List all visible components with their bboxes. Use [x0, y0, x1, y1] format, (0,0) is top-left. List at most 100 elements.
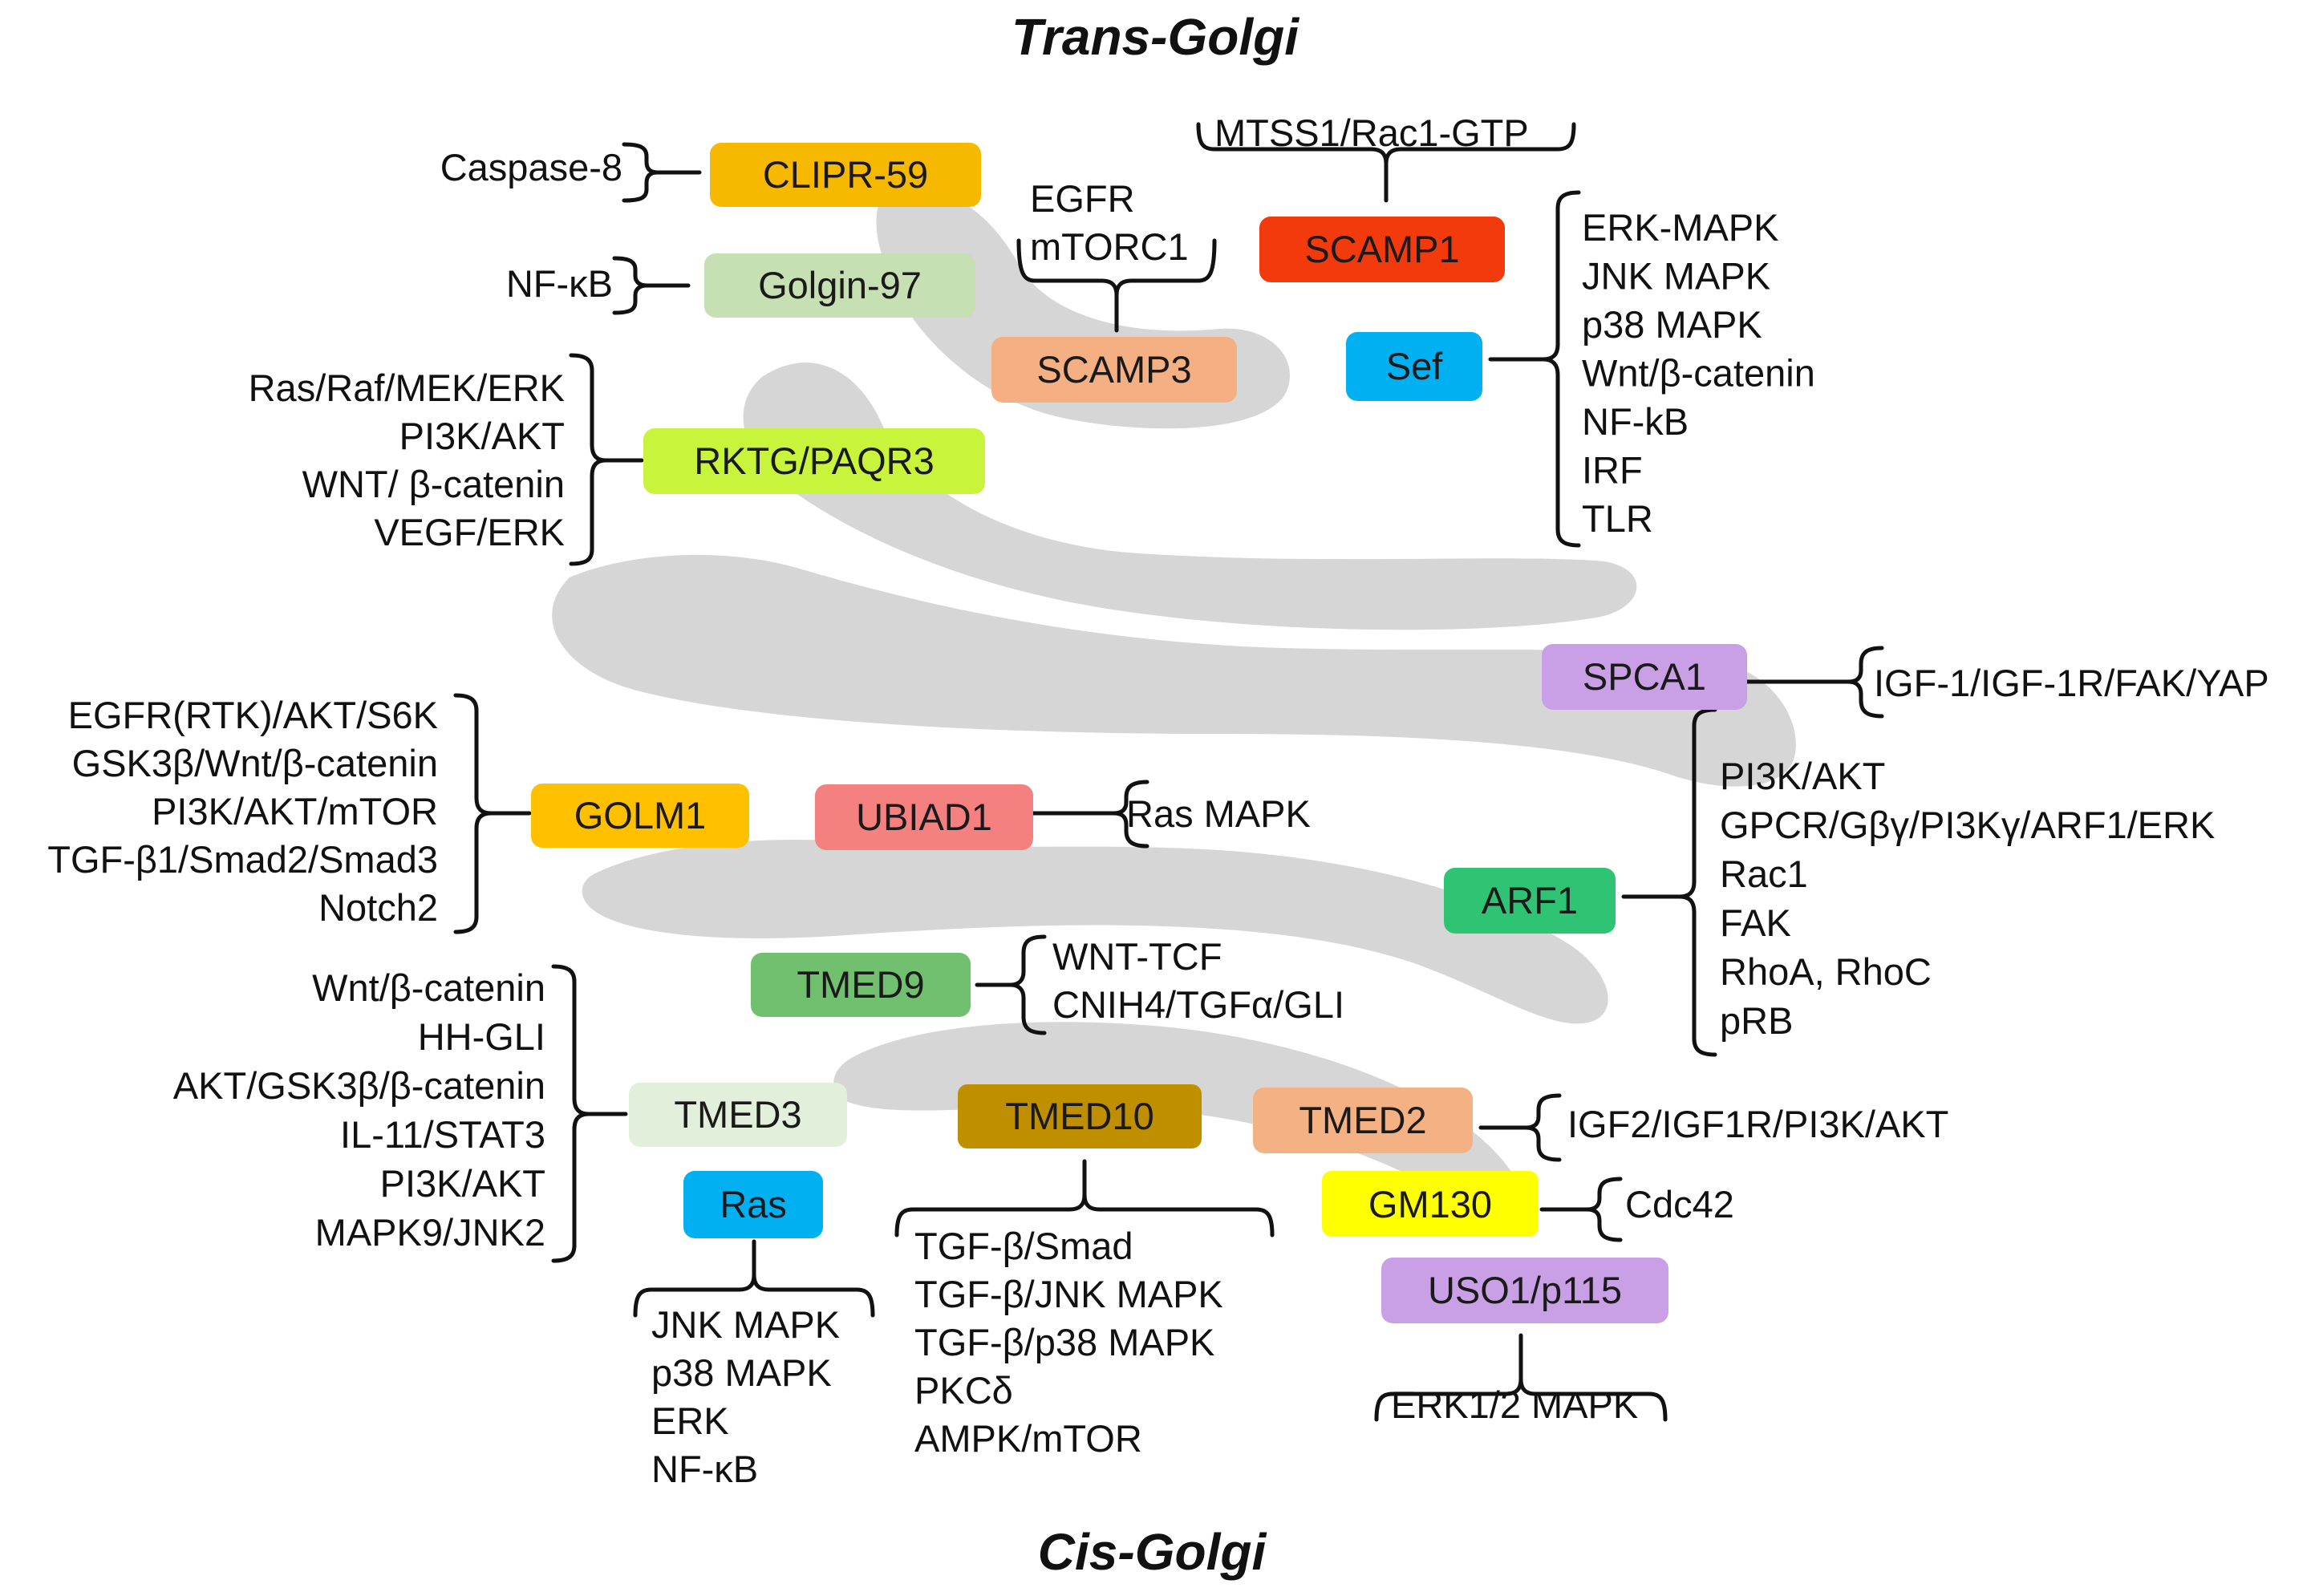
protein-label-golgin97: Golgin-97: [758, 264, 922, 306]
pathway-label-tmed3: Wnt/β-catenin: [312, 966, 545, 1009]
protein-sef[interactable]: Sef: [1346, 332, 1482, 401]
pathway-label-tmed9: CNIH4/TGFα/GLI: [1052, 983, 1344, 1026]
pathway-label-tmed10: AMPK/mTOR: [914, 1417, 1142, 1460]
pathway-label-tmed9: WNT-TCF: [1052, 935, 1222, 978]
pathway-label-ras: JNK MAPK: [651, 1303, 840, 1346]
bracket-gm130: [1539, 1177, 1623, 1242]
pathway-label-arf1: GPCR/Gβγ/PI3Kγ/ARF1/ERK: [1720, 804, 2215, 846]
protein-scamp1[interactable]: SCAMP1: [1259, 217, 1505, 282]
pathway-label-tmed2: IGF2/IGF1R/PI3K/AKT: [1567, 1103, 1948, 1145]
pathway-label-tmed10: TGF-β/p38 MAPK: [914, 1321, 1214, 1363]
protein-tmed3[interactable]: TMED3: [629, 1083, 847, 1147]
pathway-label-gm130: Cdc42: [1625, 1183, 1734, 1225]
pathway-label-arf1: RhoA, RhoC: [1720, 950, 1932, 993]
protein-box-tmed9: [751, 953, 971, 1017]
protein-tmed2[interactable]: TMED2: [1253, 1088, 1473, 1153]
protein-box-golgin97: [704, 253, 975, 318]
protein-box-tmed2: [1253, 1088, 1473, 1153]
protein-label-tmed2: TMED2: [1299, 1099, 1426, 1141]
cisterna-2: [743, 363, 1637, 630]
pathway-label-golm1: PI3K/AKT/mTOR: [152, 790, 438, 832]
cisterna-5: [833, 1022, 1524, 1223]
pathway-group-clipr59: Caspase-8: [440, 146, 622, 188]
protein-label-clipr59: CLIPR-59: [763, 153, 928, 196]
protein-gm130[interactable]: GM130: [1322, 1171, 1539, 1237]
bracket-golm1: [453, 693, 532, 934]
pathway-label-sef: IRF: [1582, 449, 1643, 492]
protein-box-scamp1: [1259, 217, 1505, 282]
protein-rktg[interactable]: RKTG/PAQR3: [643, 428, 985, 494]
pathway-label-tmed3: PI3K/AKT: [380, 1162, 545, 1205]
pathway-label-ras: NF-κB: [651, 1448, 758, 1490]
pathway-label-sef: NF-kB: [1582, 400, 1689, 443]
pathway-label-rktg: PI3K/AKT: [399, 415, 565, 457]
bracket-ubiad1: [1031, 780, 1149, 849]
pathway-group-golgin97: NF-κB: [506, 262, 613, 305]
pathway-label-tmed3: MAPK9/JNK2: [315, 1211, 545, 1254]
pathway-label-tmed3: AKT/GSK3β/β-catenin: [173, 1064, 545, 1107]
protein-arf1[interactable]: ARF1: [1444, 868, 1616, 934]
pathway-label-tmed10: TGF-β/JNK MAPK: [914, 1273, 1223, 1315]
bracket-scamp1: [1196, 122, 1576, 203]
pathway-label-spca1: IGF-1/IGF-1R/FAK/YAP: [1874, 662, 2269, 704]
protein-box-tmed3: [629, 1083, 847, 1147]
protein-box-uso1: [1381, 1258, 1668, 1323]
pathway-label-sef: TLR: [1582, 497, 1653, 540]
pathway-label-tmed10: PKCδ: [914, 1369, 1013, 1412]
protein-ubiad1[interactable]: UBIAD1: [815, 784, 1033, 850]
pathway-label-uso1: ERK1/2 MAPK: [1391, 1383, 1638, 1426]
protein-label-golm1: GOLM1: [574, 794, 707, 836]
protein-tmed10[interactable]: TMED10: [958, 1084, 1202, 1148]
pathway-label-arf1: Rac1: [1720, 853, 1808, 895]
protein-box-clipr59: [710, 143, 981, 207]
protein-label-scamp3: SCAMP3: [1036, 348, 1191, 391]
bracket-tmed10: [894, 1159, 1275, 1238]
protein-box-scamp3: [991, 337, 1237, 403]
pathway-group-tmed9: WNT-TCF CNIH4/TGFα/GLI: [1052, 935, 1344, 1026]
bracket-spca1: [1743, 646, 1884, 719]
protein-box-golm1: [531, 784, 749, 848]
protein-box-spca1: [1542, 644, 1747, 710]
pathway-group-tmed3: Wnt/β-cateninHH-GLIAKT/GSK3β/β-cateninIL…: [173, 966, 545, 1254]
bracket-tmed2: [1478, 1093, 1562, 1162]
pathway-label-arf1: FAK: [1720, 901, 1791, 944]
pathway-label-ras: ERK: [651, 1400, 729, 1442]
protein-uso1[interactable]: USO1/p115: [1381, 1258, 1668, 1323]
bracket-tmed3: [551, 964, 628, 1263]
bracket-arf1: [1621, 707, 1717, 1057]
protein-golm1[interactable]: GOLM1: [531, 784, 749, 848]
protein-scamp3[interactable]: SCAMP3: [991, 337, 1237, 403]
protein-golgin97[interactable]: Golgin-97: [704, 253, 975, 318]
bracket-clipr59: [622, 142, 702, 203]
protein-label-spca1: SPCA1: [1583, 655, 1706, 698]
pathway-label-scamp1: MTSS1/Rac1-GTP: [1214, 111, 1529, 154]
bracket-tmed9: [975, 934, 1047, 1035]
pathway-group-spca1: IGF-1/IGF-1R/FAK/YAP: [1874, 662, 2269, 704]
pathway-label-golgin97: NF-κB: [506, 262, 613, 305]
bracket-ras: [633, 1239, 875, 1318]
protein-spca1[interactable]: SPCA1: [1542, 644, 1747, 710]
pathway-label-golm1: Notch2: [318, 886, 438, 929]
pathway-label-scamp3: mTORC1: [1030, 225, 1189, 268]
pathway-labels: Caspase-8 NF-κB MTSS1/Rac1-GTP EGFRmTORC…: [47, 111, 2269, 1490]
pathway-label-sef: JNK MAPK: [1582, 255, 1770, 298]
protein-ras[interactable]: Ras: [683, 1171, 823, 1238]
pathway-label-arf1: PI3K/AKT: [1720, 755, 1885, 797]
protein-clipr59[interactable]: CLIPR-59: [710, 143, 981, 207]
pathway-label-rktg: Ras/Raf/MEK/ERK: [249, 367, 565, 409]
protein-label-rktg: RKTG/PAQR3: [694, 440, 934, 482]
protein-tmed9[interactable]: TMED9: [751, 953, 971, 1017]
pathway-label-sef: Wnt/β-catenin: [1582, 352, 1815, 395]
trans-golgi-title: Trans-Golgi: [1012, 8, 1299, 66]
protein-label-tmed10: TMED10: [1005, 1095, 1153, 1137]
protein-label-tmed3: TMED3: [674, 1093, 801, 1136]
bracket-golgin97: [612, 256, 691, 315]
brackets: [453, 122, 1884, 1422]
pathway-label-clipr59: Caspase-8: [440, 146, 622, 188]
